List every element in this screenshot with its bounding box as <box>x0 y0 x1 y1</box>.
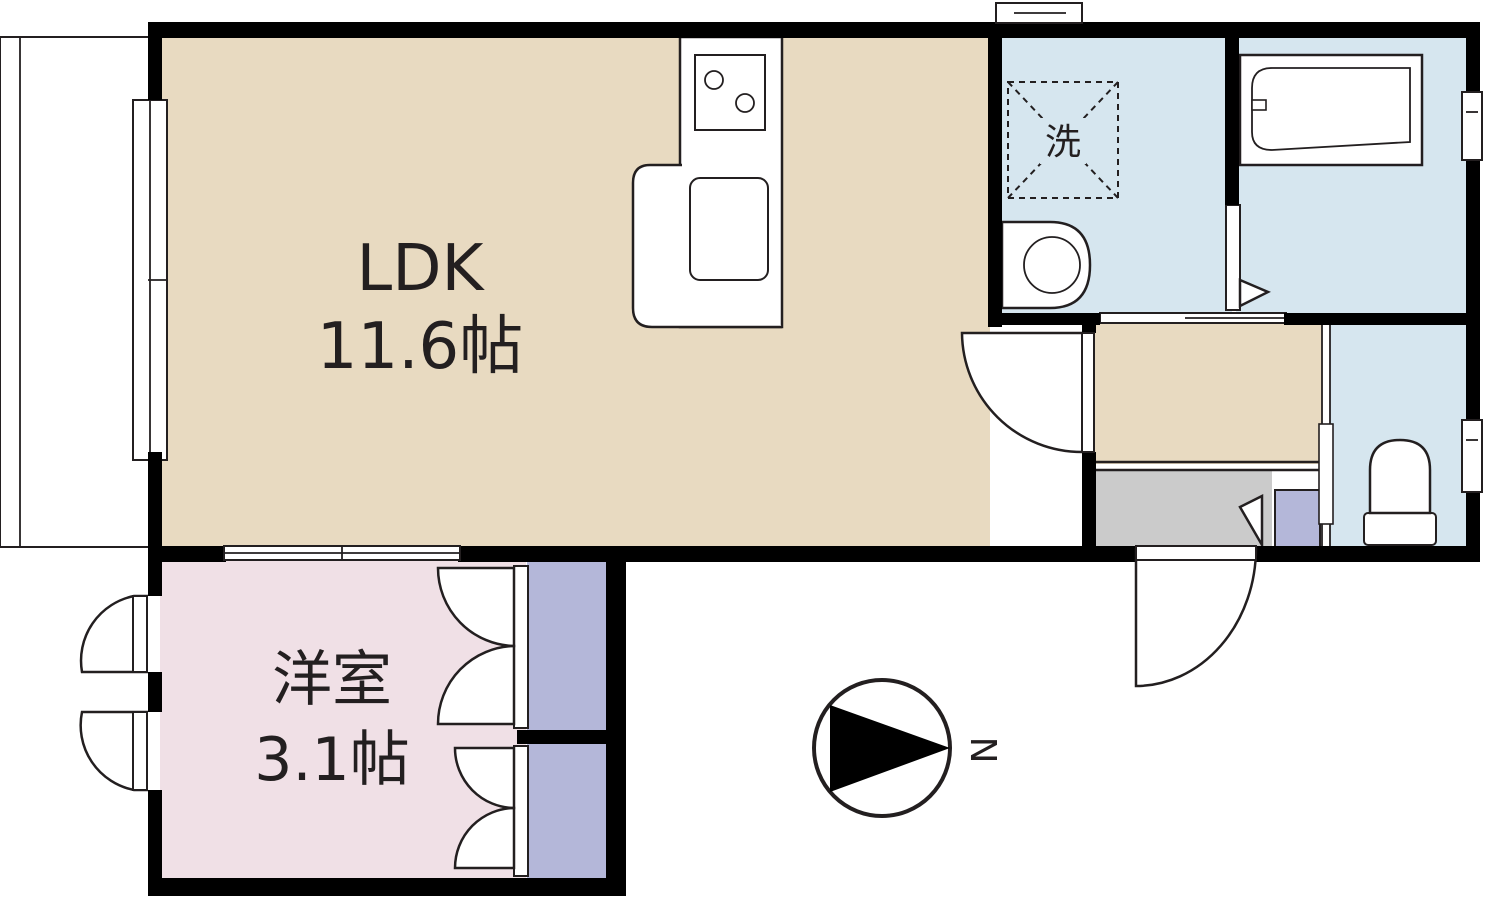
bathtub-inner <box>1251 67 1411 151</box>
ldk-door-swing <box>960 331 1083 454</box>
stove-top <box>694 54 766 131</box>
balcony <box>0 36 153 548</box>
western-room-name: 洋室 <box>272 645 392 715</box>
sink-basin <box>689 177 769 281</box>
bath-window <box>1461 91 1483 161</box>
closet-doors <box>436 565 529 877</box>
hall-floor <box>1092 324 1322 464</box>
western-room-size: 3.1帖 <box>254 725 409 795</box>
washing-machine-space <box>1007 81 1119 199</box>
shoebox-door-swing <box>1238 493 1264 550</box>
closet-floor-upper <box>527 558 607 733</box>
toilet-bowl <box>1368 438 1432 515</box>
ldk-floor <box>160 37 990 547</box>
bath-door-swing <box>1238 278 1271 309</box>
bathtub <box>1238 53 1424 167</box>
wash-basin-bowl <box>1023 236 1081 294</box>
compass-north-label: N <box>965 737 1006 764</box>
toilet-tank <box>1363 512 1437 546</box>
window-swing-lower <box>79 710 148 792</box>
compass-icon <box>812 678 952 818</box>
closet-floor-lower <box>527 743 607 878</box>
burner-icon <box>735 93 755 113</box>
toilet-window <box>1461 419 1483 493</box>
wash-basin <box>1000 220 1092 310</box>
ldk-room-name: LDK <box>357 232 486 306</box>
window-swing-upper <box>79 594 148 674</box>
burner-icon <box>704 70 724 90</box>
ldk-room-size: 11.6帖 <box>317 310 524 384</box>
washer-label: 洗 <box>1045 122 1081 163</box>
shoe-box <box>1274 489 1321 548</box>
entrance-door-swing <box>1134 547 1258 688</box>
